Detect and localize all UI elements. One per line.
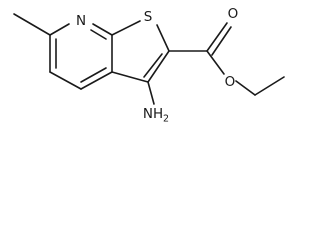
bond-c6-n7 [49,23,70,36]
atom-label-nitrogen: N [76,13,86,29]
bond-c3-nh2 [147,81,155,105]
bond-c7a-n7-inner [90,29,107,40]
atom-label-ester-oxygen: O [225,74,236,90]
bond-c5-c4 [49,71,82,90]
atom-label-amino: NH [143,106,163,122]
bond-c7a-s [111,20,141,36]
bond-carbonyl-o-ester [206,50,225,75]
bond-c4-c3a [80,71,113,90]
atom-label-sulfur: S [144,9,153,25]
atom-label-carbonyl-oxygen: O [228,6,239,22]
bond-c7a-n7 [92,23,113,36]
bond-s-c2 [156,24,170,52]
bond-ch2-ch3 [254,76,285,96]
bond-lines [13,13,285,105]
bond-carbonyl-o-double-a [206,22,228,52]
chemical-structure-diagram: N S O O NH 2 [13,6,285,125]
bond-c3-c3a [111,71,149,83]
bond-c4-c3a-inner [80,67,107,83]
bond-o-ch2 [235,80,256,96]
bond-methyl [13,13,51,36]
bond-carbonyl-o-double-b [211,26,232,56]
bond-c2-c3 [147,50,170,83]
atom-labels: N S O O NH 2 [76,6,238,125]
atom-label-amino-subscript: 2 [163,114,169,125]
bond-c2-c3-inner [143,53,163,78]
